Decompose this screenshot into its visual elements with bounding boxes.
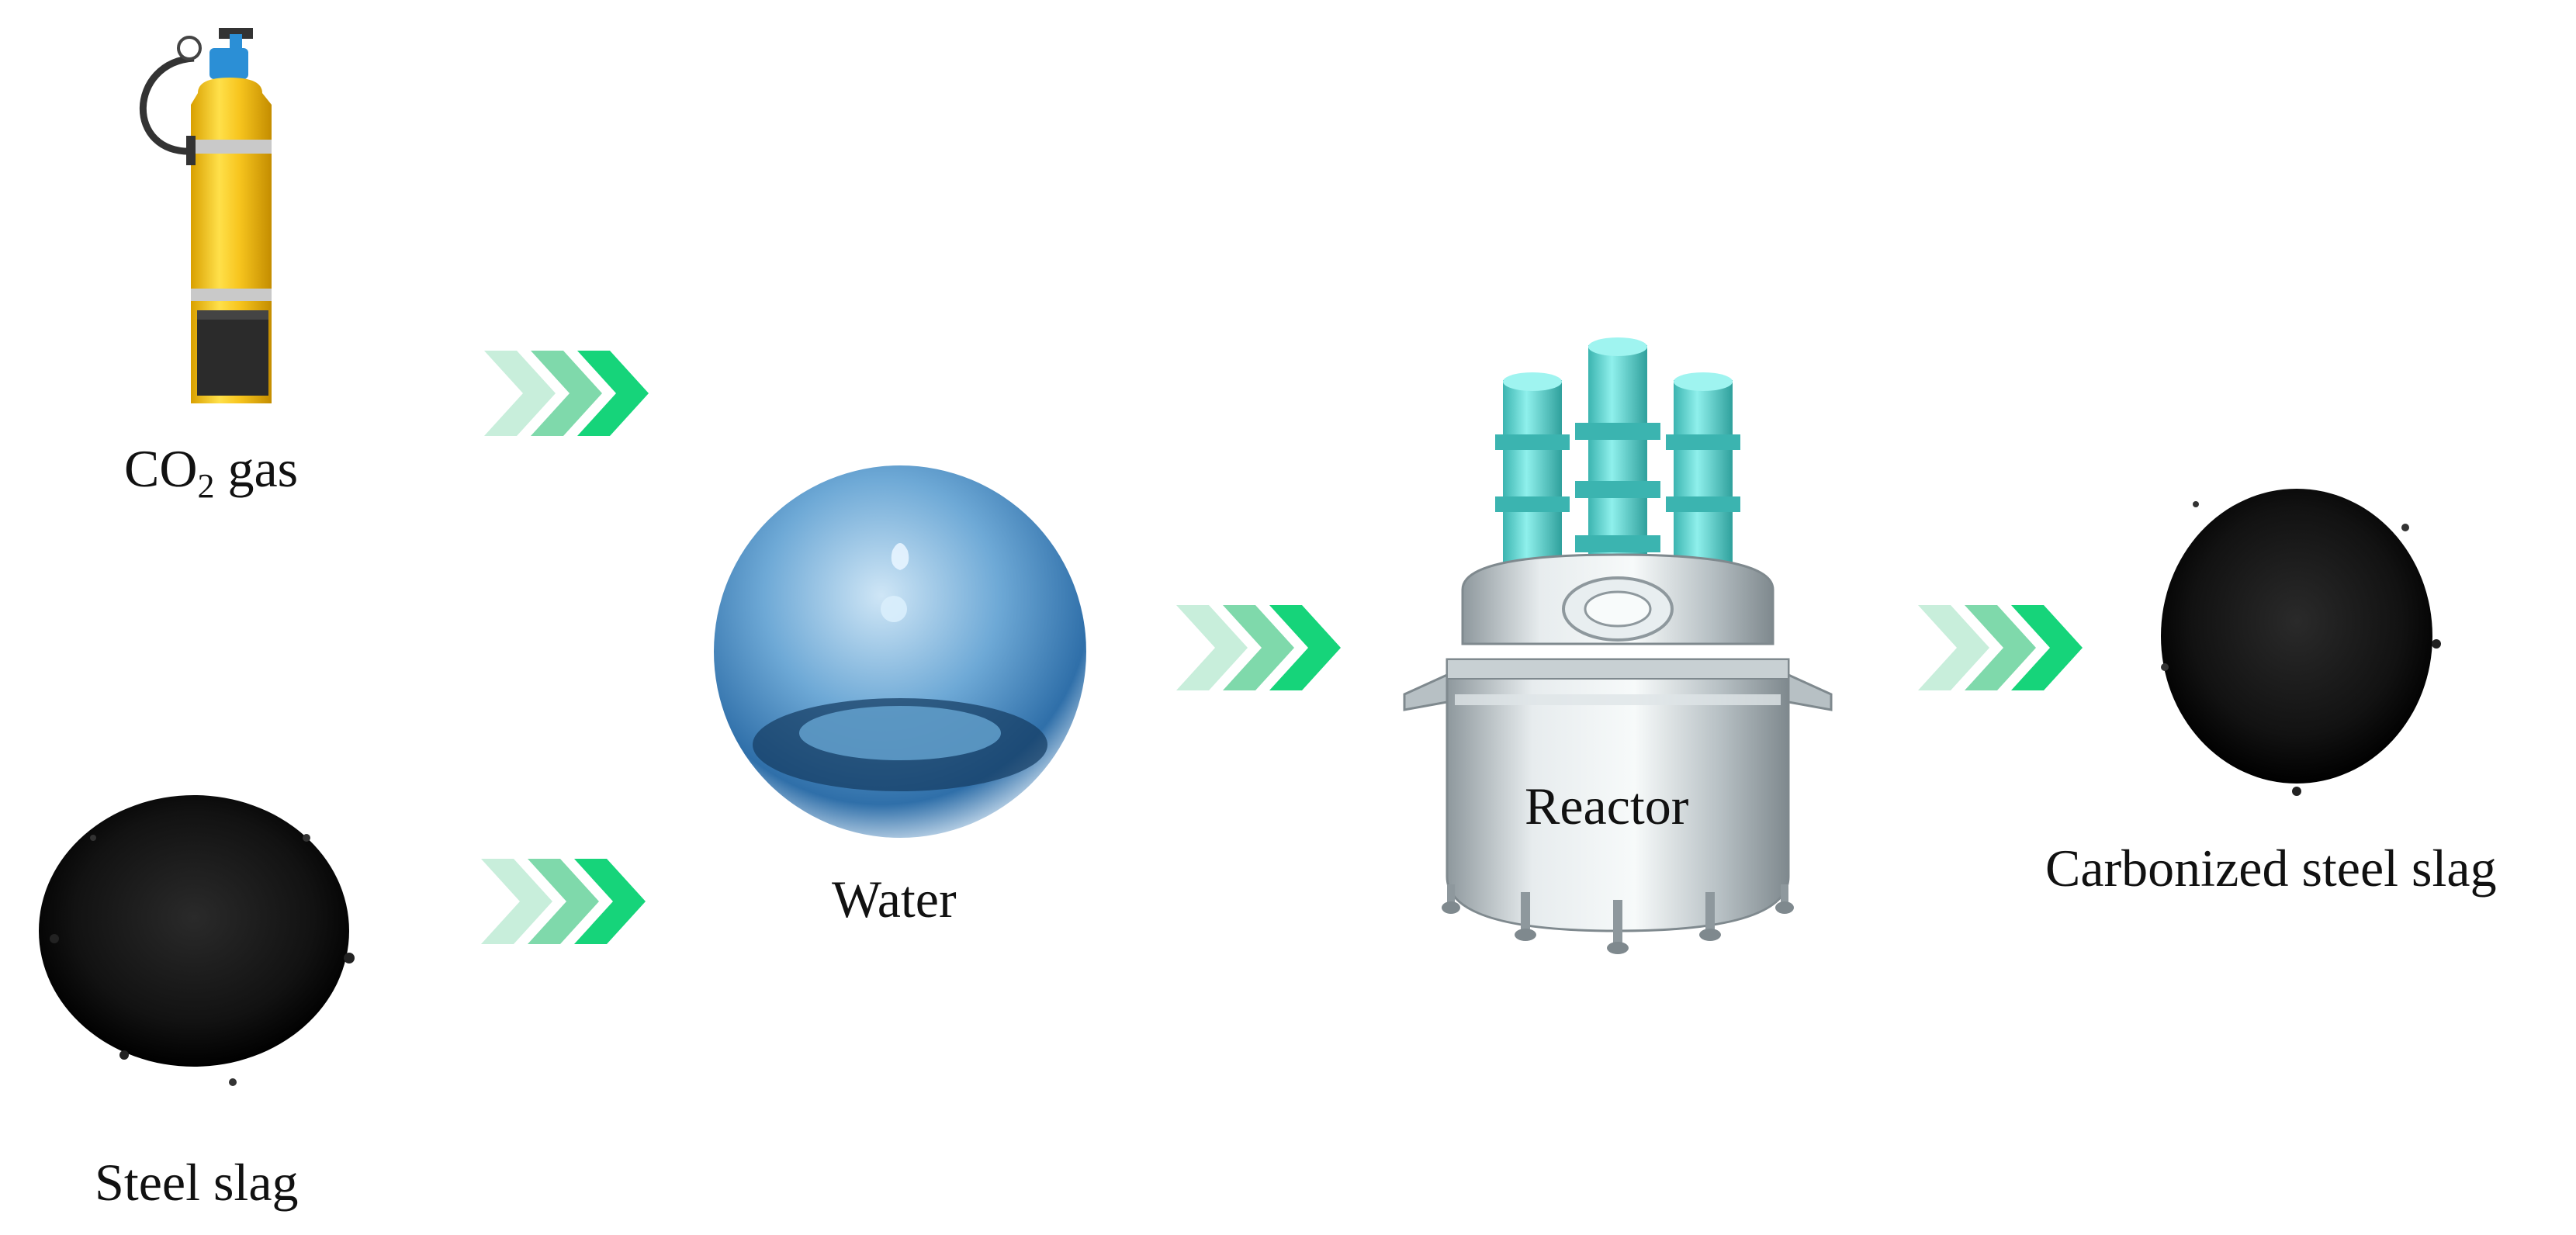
carbonized-steel-slag-label: Carbonized steel slag [2045,839,2497,898]
arrow-reactor-to-product [1918,605,2083,690]
co2-label-subscript: 2 [197,467,215,505]
co2-gas-cylinder-icon [139,28,272,403]
reactor-motor-center [1575,337,1660,570]
reactor-motor-left [1495,372,1570,590]
reactor-vessel-icon [1403,337,1833,954]
co2-label-tail: gas [214,439,299,498]
water-droplet-icon [714,465,1086,838]
co2-label-main: CO [124,439,198,498]
arrow-co2-to-water [484,351,649,436]
arrow-water-to-reactor [1176,605,1341,690]
reactor-motor-right [1666,372,1740,590]
water-label: Water [832,870,957,929]
carbonized-slag-pile-icon [2161,489,2441,796]
steel-slag-label: Steel slag [95,1153,299,1212]
reactor-label: Reactor [1525,777,1689,835]
steel-slag-pile-icon [39,795,355,1086]
co2-gas-label: CO2 gas [124,439,299,503]
arrow-slag-to-water [481,859,646,944]
